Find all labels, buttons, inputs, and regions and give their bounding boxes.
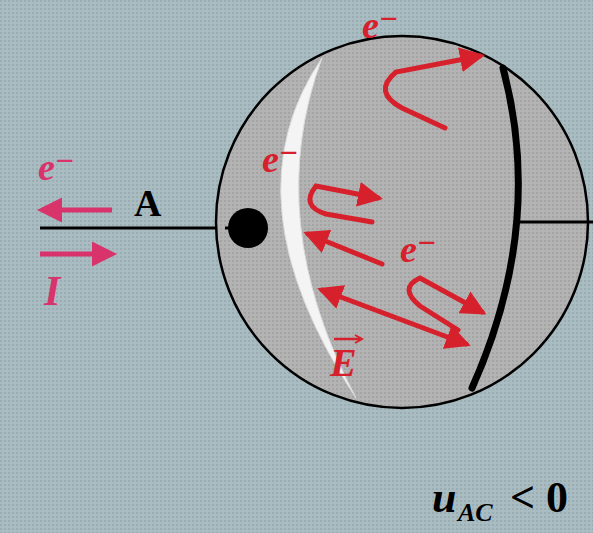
- electron-u-turn: [385, 56, 480, 128]
- electron-symbol: e⁻: [400, 230, 437, 268]
- electron-u-turn: [310, 186, 378, 222]
- voltage-condition: < 0: [510, 476, 568, 520]
- electron-symbol: e⁻: [38, 148, 75, 186]
- anode-label: A: [134, 184, 161, 222]
- electron-arrow: [308, 234, 382, 264]
- voltage-subscript: AC: [458, 500, 493, 526]
- anode-wire: [40, 227, 225, 230]
- vector-sign: [334, 338, 360, 341]
- field-symbol: E: [330, 343, 357, 383]
- field-arrow: [322, 290, 466, 344]
- voltage-symbol: u: [432, 476, 456, 520]
- current-arrow: [40, 252, 112, 257]
- cathode-wire: [520, 221, 593, 224]
- cathode-plate: [472, 68, 518, 388]
- cathode-crescent: [281, 58, 356, 398]
- vector-sign: [355, 335, 362, 343]
- electron-u-turn: [409, 278, 482, 330]
- current-symbol: I: [44, 270, 60, 312]
- electron-arrow: [42, 208, 112, 213]
- electron-paths: [308, 56, 482, 344]
- electron-symbol: e⁻: [262, 140, 299, 178]
- anode-ball: [228, 208, 268, 248]
- electron-symbol: e⁻: [362, 6, 399, 44]
